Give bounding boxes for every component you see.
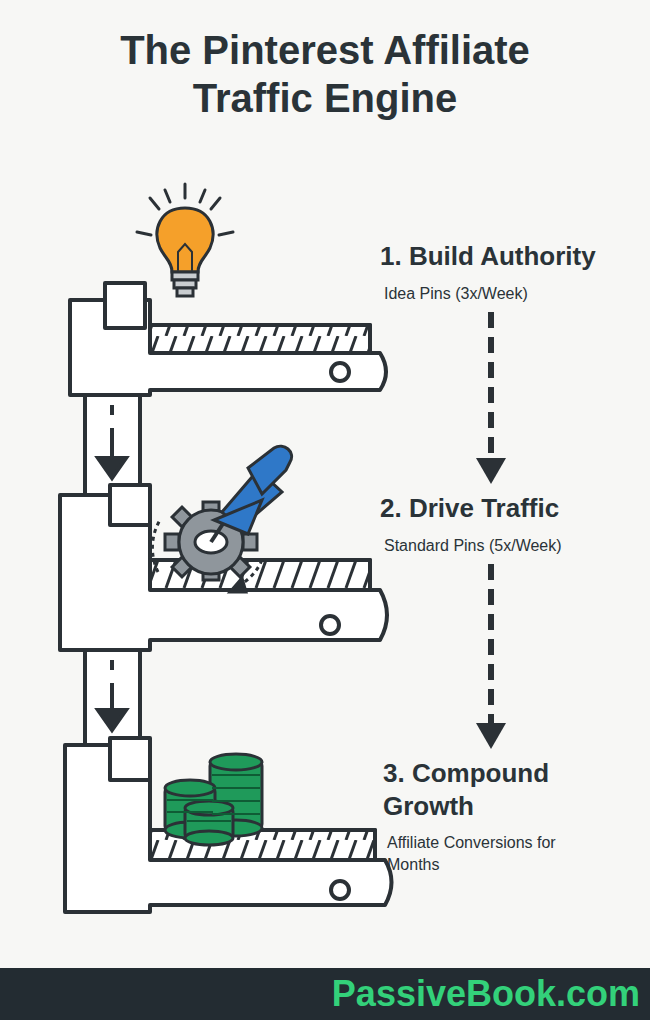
step-detail: Affiliate Conversions for Months xyxy=(387,832,583,875)
footer-band: PassiveBook.com xyxy=(0,968,650,1020)
step-heading: 3. Compound Growth xyxy=(383,757,583,822)
dashed-arrow xyxy=(476,564,506,749)
diagram-title: The Pinterest Affiliate Traffic Engine xyxy=(95,26,555,122)
step-detail: Standard Pins (5x/Week) xyxy=(384,535,630,557)
step-label: 1. Build AuthorityIdea Pins (3x/Week) xyxy=(380,240,615,304)
step-heading: 1. Build Authority xyxy=(380,240,615,273)
step-detail: Idea Pins (3x/Week) xyxy=(384,283,615,305)
step-label: 2. Drive TrafficStandard Pins (5x/Week) xyxy=(380,492,630,556)
step-label: 3. Compound GrowthAffiliate Conversions … xyxy=(383,757,583,875)
step-heading: 2. Drive Traffic xyxy=(380,492,630,525)
dashed-arrow xyxy=(476,312,506,484)
step-heading: PassiveBook.com xyxy=(332,973,640,1015)
